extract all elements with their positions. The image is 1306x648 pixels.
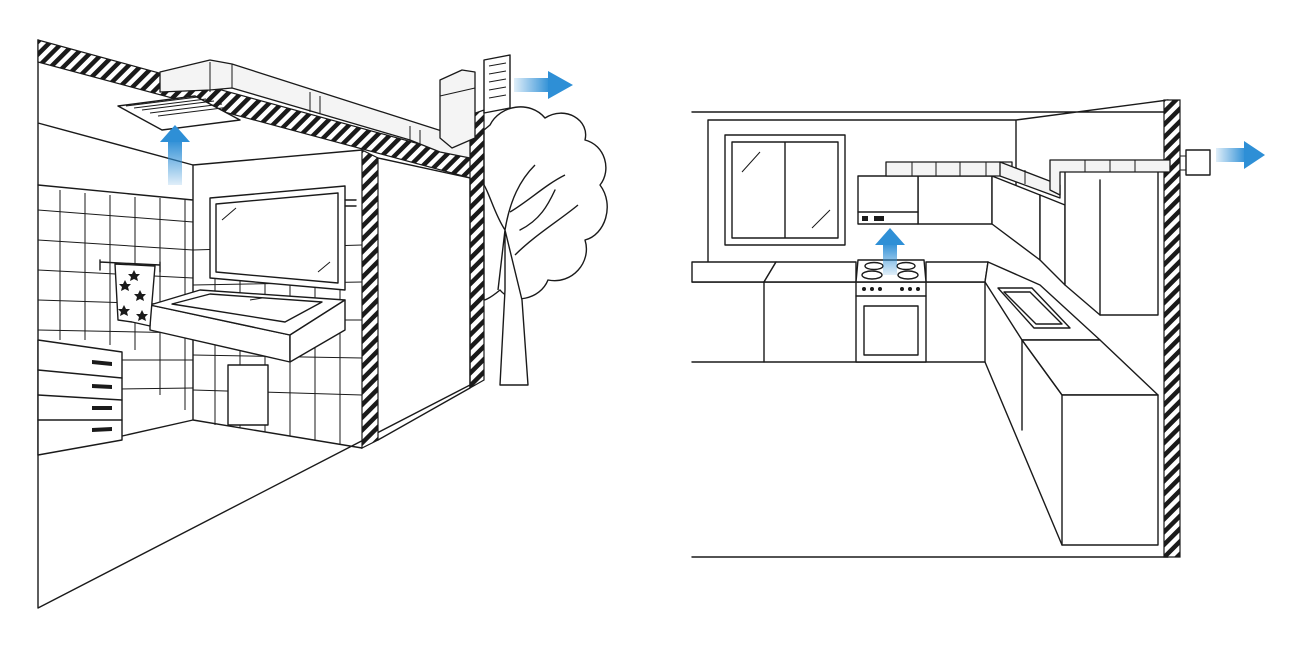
airflow-arrow-right-kitchen (1216, 141, 1265, 169)
outer-wall (469, 109, 485, 390)
window-icon (724, 134, 846, 246)
bathroom-room-outline (37, 39, 471, 609)
wall-outlet-icon (1180, 149, 1211, 176)
flexible-duct-icon (159, 59, 476, 159)
partition-wall (361, 149, 379, 449)
ceiling-extractor-icon (117, 95, 241, 131)
wall-cabinets (917, 169, 1159, 316)
mirror-icon (209, 185, 357, 291)
cooker-hood-icon (857, 175, 919, 225)
airflow-arrow-up-bathroom (160, 125, 190, 185)
wall-grille-icon (483, 54, 511, 114)
oven-icon (855, 281, 927, 363)
airflow-arrow-up-kitchen (875, 228, 905, 275)
kitchen-scene (691, 99, 1265, 558)
airflow-arrow-right-bathroom (514, 71, 573, 99)
sink-icon (997, 287, 1071, 329)
drawers-icon (37, 339, 123, 456)
bathroom-right-wall (377, 157, 471, 441)
tree-icon (483, 106, 608, 386)
kitchen-outer-wall (1163, 99, 1181, 558)
towel-icon (99, 259, 161, 327)
base-cabinets (691, 261, 1159, 546)
bathroom-scene (37, 39, 608, 609)
rigid-duct-icon (885, 159, 1171, 199)
